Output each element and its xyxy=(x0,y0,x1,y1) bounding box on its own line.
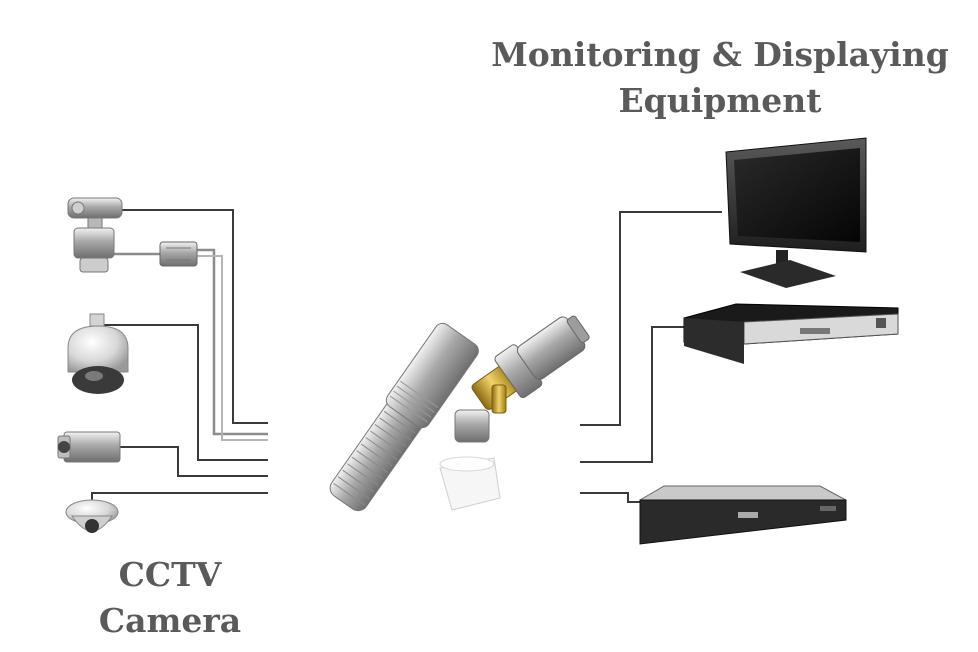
wire-ptz-junction-a xyxy=(197,248,268,436)
wire-ptz-camera xyxy=(120,209,268,424)
camera-wires xyxy=(91,209,268,500)
wire-box-camera xyxy=(118,446,268,477)
cctv-camera-title: CCTV Camera xyxy=(60,552,280,644)
wire-nvr xyxy=(580,492,640,503)
ptz-camera-icon xyxy=(67,197,123,273)
nvr-recorder-icon xyxy=(639,485,847,545)
lcd-monitor-icon xyxy=(725,137,867,288)
wire-speed-dome xyxy=(98,324,268,461)
display-equipment-title: Monitoring & Displaying Equipment xyxy=(470,32,970,124)
display-title-line2: Equipment xyxy=(618,81,822,120)
display-title-line1: Monitoring & Displaying xyxy=(491,35,949,74)
wire-monitor xyxy=(580,211,722,426)
camera-title-line2: Camera xyxy=(98,601,242,640)
bnc-crimp-sleeve-icon xyxy=(329,322,479,512)
wire-ptz-junction-b xyxy=(197,255,268,441)
speed-dome-camera-icon xyxy=(67,313,129,394)
camera-title-line1: CCTV xyxy=(118,555,222,594)
display-wires xyxy=(580,211,722,503)
junction-box-icon xyxy=(159,241,198,267)
wire-dvr xyxy=(580,326,684,463)
bnc-boot-icon xyxy=(439,456,501,511)
mini-dome-camera-icon xyxy=(65,499,119,533)
dvr-recorder-icon xyxy=(683,303,899,364)
bnc-connector-body-icon xyxy=(454,315,590,443)
box-camera-icon xyxy=(57,431,121,463)
wire-mini-dome xyxy=(91,492,268,500)
